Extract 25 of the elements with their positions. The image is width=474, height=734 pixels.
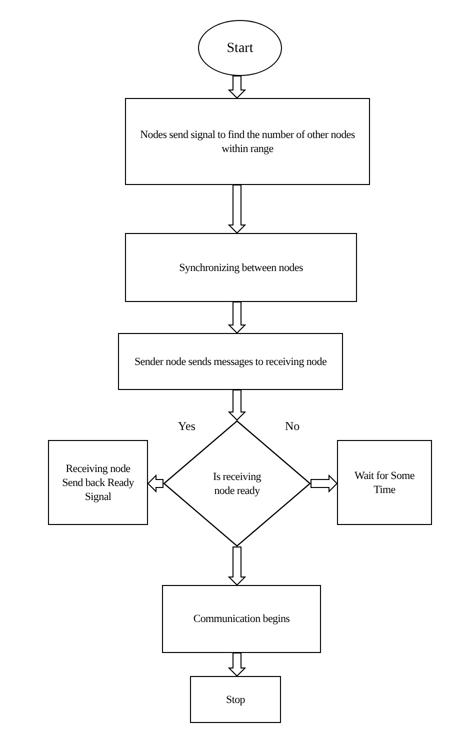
process-box xyxy=(337,440,432,525)
node-text: Nodes send signal to find the number of other nodes within range xyxy=(139,128,356,156)
node-text: Wait for Some Time xyxy=(354,468,416,496)
hollow-arrow xyxy=(228,76,246,99)
node-text: Receiving node Send back Ready Signal xyxy=(61,462,136,504)
process-box xyxy=(118,333,343,390)
node-text: Communication begins xyxy=(193,612,290,626)
node-text: Stop xyxy=(226,692,245,706)
process-box xyxy=(125,233,357,302)
hollow-arrow xyxy=(147,474,164,493)
node-text: Sender node sends messages to receiving node xyxy=(134,354,327,368)
hollow-arrow xyxy=(228,302,246,334)
process-box xyxy=(125,98,370,185)
hollow-arrow xyxy=(310,474,338,493)
process-box xyxy=(190,676,281,723)
node-text: Is receiving node ready xyxy=(212,470,262,498)
process-box xyxy=(162,585,321,653)
decision-diamond xyxy=(163,420,311,547)
process-box xyxy=(48,440,148,525)
node-text: Synchronizing between nodes xyxy=(179,260,303,274)
hollow-arrow xyxy=(228,546,246,586)
hollow-arrow xyxy=(228,652,246,677)
hollow-arrow xyxy=(228,184,246,234)
hollow-arrow xyxy=(228,390,246,421)
node-text: Start xyxy=(226,40,254,58)
